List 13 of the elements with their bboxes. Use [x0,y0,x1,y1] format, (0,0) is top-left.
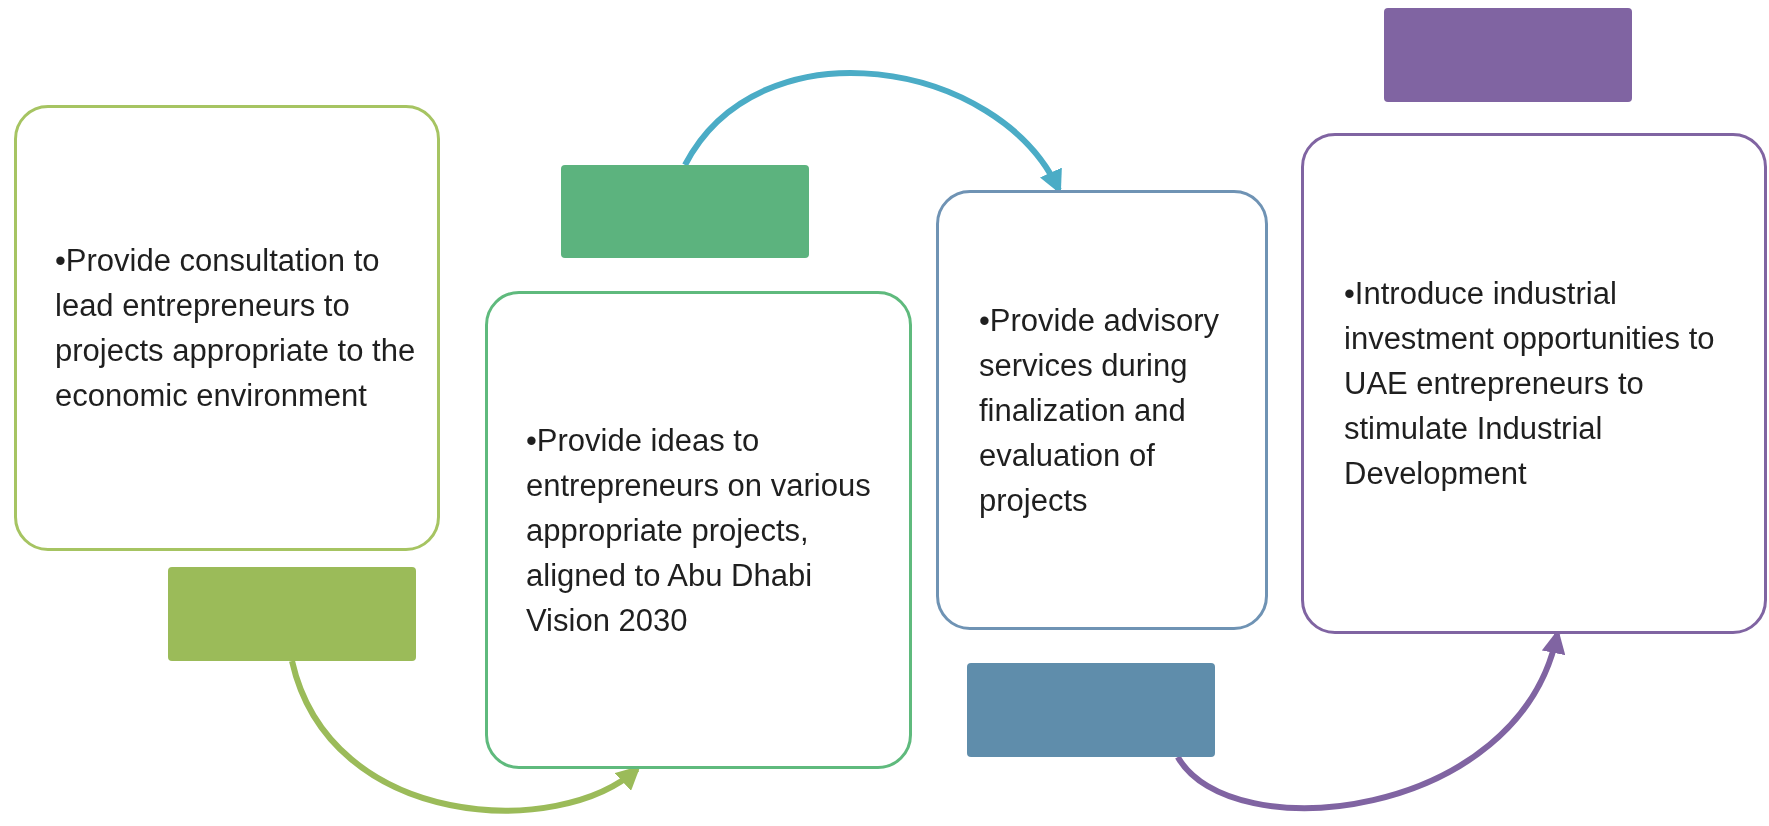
bullet-text: •Provide ideas to entrepreneurs on various appropriate projects, aligned to Abu Dhabi Vision 2030 [526,421,872,640]
bullet-text: •Provide advisory services during finalization and evaluation of projects [979,301,1220,520]
curved-arrow [289,660,641,814]
tab-bar [561,165,809,258]
text-box [1301,133,1767,634]
bullet-text: •Introduce industrial investment opportunities to UAE entrepreneurs to stimulate Industrial Development [1344,275,1716,493]
tab-bar [1384,8,1632,102]
text-box [936,190,1268,630]
bullet-text: •Provide consultation to lead entrepreneurs to projects appropriate to the economic environment [55,242,417,415]
tab-bar [967,663,1215,757]
text-box [485,291,912,769]
text-box [14,105,440,551]
tab-bar [168,567,416,661]
